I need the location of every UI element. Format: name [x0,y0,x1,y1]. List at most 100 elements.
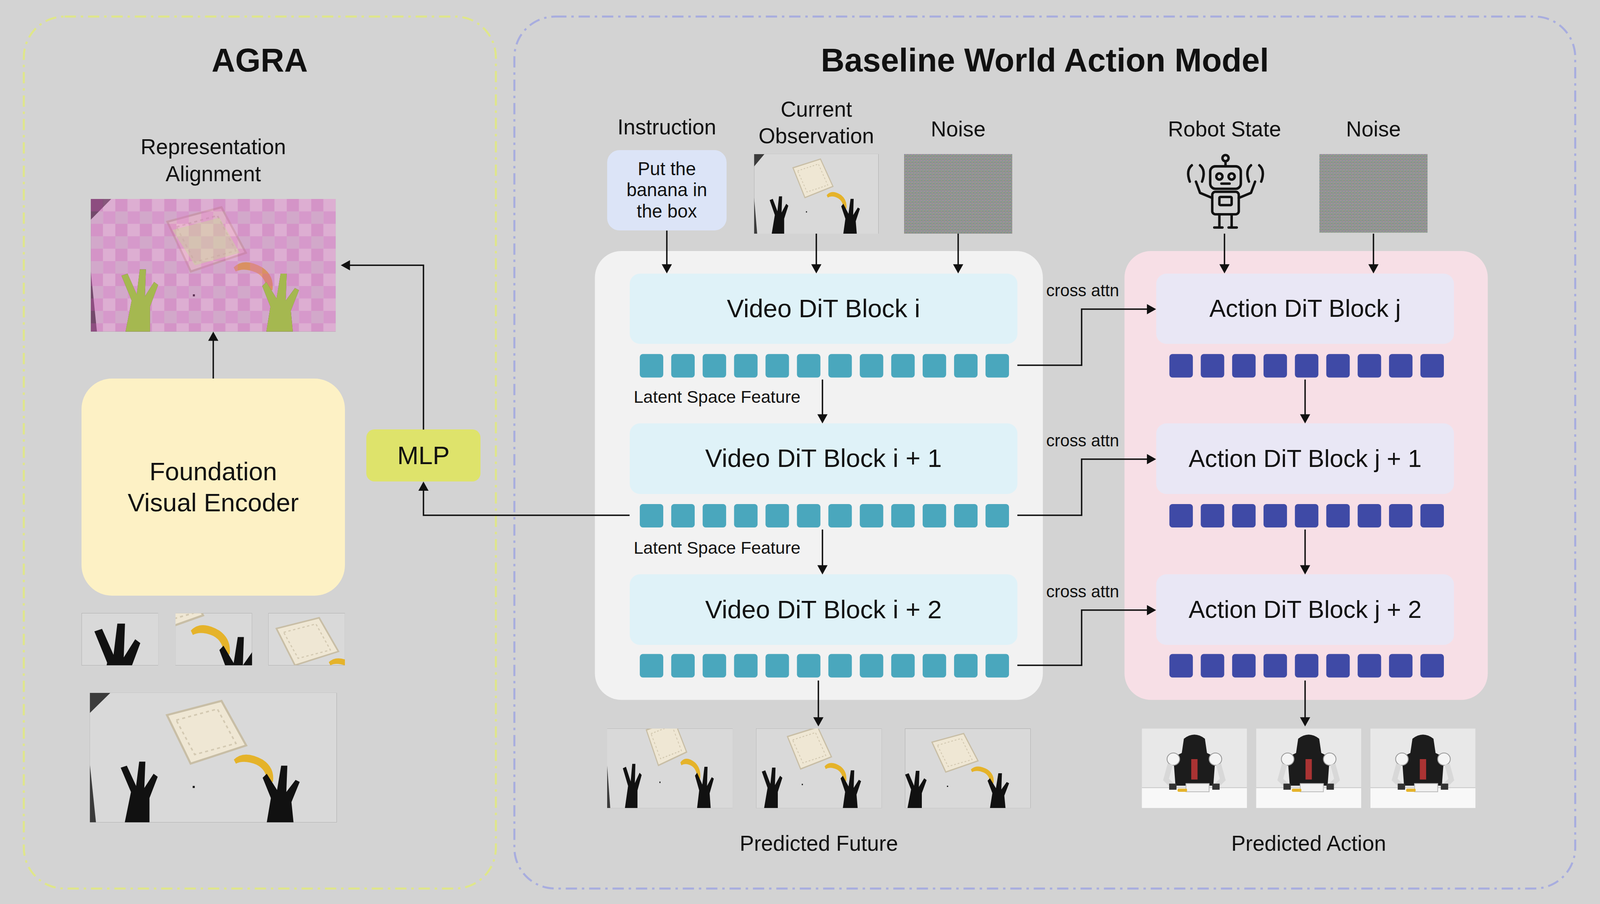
arrow-head [1219,264,1230,274]
connector-line [666,230,668,267]
node-label: Current Observation [739,96,893,154]
connector [817,379,828,424]
image-box: Current Observation [739,96,893,234]
node-label: Video DiT Block i [629,273,1018,344]
arrow-head [661,264,672,274]
connector [340,260,424,430]
connector [1219,233,1230,274]
image-box: Representation Alignment [85,130,341,332]
node-label: Video DiT Block i + 2 [629,574,1018,645]
connector-line [1017,309,1150,366]
edge-label: cross attn [1031,280,1134,301]
node-label: Robot State [1158,116,1291,147]
arrow-head [1299,413,1310,424]
connector [817,529,828,575]
connector-line [423,487,630,516]
region: Baseline World Action ModelInstructionPu… [513,15,1577,890]
connector-line [957,233,959,268]
node-label: Put the banana in the box [607,150,727,231]
action-dit-block: Action DiT Block j + 1 [1156,423,1455,530]
node-label: Baseline World Action Model [513,37,1577,83]
action-frame [1141,728,1247,808]
action-panel [1124,250,1488,700]
connector-line [1372,233,1375,268]
node-label: Action DiT Block j [1156,273,1455,344]
action-frame [1256,728,1362,808]
noise-box: Noise [1319,114,1428,234]
noise-image [1319,154,1428,233]
icon-box: Robot State [1158,114,1291,234]
connector-line [1017,459,1150,516]
mlp-box: MLP [366,429,481,482]
action-tokens [1169,353,1444,378]
connector-line [815,233,818,268]
node-label: Representation Alignment [111,133,316,189]
arrow-head [340,260,351,271]
arrow-head [1368,264,1379,274]
node-label: AGRA [22,37,498,83]
connector [1299,529,1310,575]
connector [1299,680,1310,727]
connector [1017,303,1157,366]
input-box: InstructionPut the banana in the box [607,112,727,231]
observation-image [754,154,879,234]
action-tokens [1169,503,1444,528]
edge-label: cross attn [1031,430,1134,451]
connector-line [821,529,824,568]
node-label: Noise [904,116,1013,147]
alignment-image [90,198,336,332]
action-dit-block: Action DiT Block j [1156,273,1455,380]
action-frame [1370,728,1476,808]
connector [661,230,672,274]
input-image [89,692,337,823]
node-label: Action DiT Block j + 2 [1156,574,1455,645]
video-tokens [639,503,1009,528]
action-dit-block: Action DiT Block j + 2 [1156,574,1455,681]
connector-line [1304,529,1306,568]
connector-line [1304,680,1306,720]
connector [1017,453,1157,516]
noise-box: Noise [904,114,1013,234]
future-frame [744,721,882,808]
arrow-head [1299,565,1310,575]
node-label: Noise [1319,116,1428,147]
video-tokens [639,353,1009,378]
video-tokens [639,653,1009,678]
node-label: Predicted Action [1141,830,1476,861]
edge-label: cross attn [1031,581,1134,602]
arrow-head [817,565,828,575]
edge-label: Latent Space Feature [633,537,818,559]
arrow-head [1146,604,1157,615]
connector [813,680,824,727]
node-label: Action DiT Block j + 1 [1156,423,1455,494]
encoder-box: Foundation Visual Encoder [81,378,345,596]
connector [1299,379,1310,424]
arrow-head [1146,303,1157,314]
arrow-head [208,331,219,341]
future-frame [887,728,1031,808]
region-border [23,16,496,889]
connector-line [1304,379,1306,417]
video-dit-block: Video DiT Block i [629,273,1018,380]
node-label: Instruction [586,114,747,145]
connector-line [821,379,824,417]
output-box: Predicted Action [1141,726,1476,861]
future-frame [607,713,733,809]
connector-line [1223,233,1226,268]
arrow-head [952,264,963,274]
noise-image [904,154,1013,234]
arrow-head [813,716,824,727]
region-border [514,16,1576,889]
output-box: Predicted Future [607,726,1031,861]
arrow-head [1146,453,1157,464]
connector [811,233,822,274]
action-tokens [1169,653,1444,678]
edge-label: Latent Space Feature [633,386,818,408]
robot-icon [1188,154,1263,228]
connector-line [212,338,215,379]
node-label: Video DiT Block i + 1 [629,423,1018,494]
node-label: Foundation Visual Encoder [126,378,301,596]
connector [418,481,630,515]
